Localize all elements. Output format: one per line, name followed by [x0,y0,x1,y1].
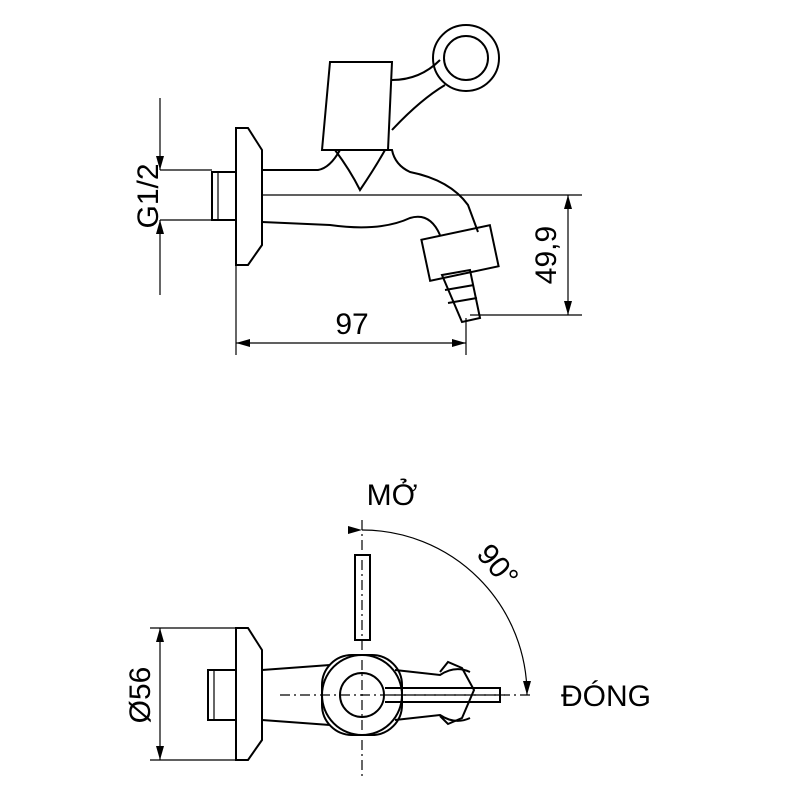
body-pipe [261,149,479,236]
hose-nozzle [440,268,482,324]
body-top [261,664,471,726]
lever-arm [391,59,446,131]
diameter-label: Ø56 [124,667,157,724]
handle-cap-base [334,149,386,192]
rotation-arc [347,525,531,696]
hose-nut [420,223,500,283]
threaded-nipple [211,171,237,221]
ring-handle-inner [443,35,489,81]
side-view: G1/2 49,9 97 [132,24,582,355]
flange [235,127,263,266]
handle-cap [320,61,394,151]
flange-top [235,627,263,761]
thread-size-label: G1/2 [132,163,165,228]
angle-label: 90° [470,538,524,594]
open-label: MỞ [367,478,418,512]
ring-handle [432,24,500,92]
threaded-nipple-top [207,669,237,721]
length-dimension-label: 97 [335,308,368,341]
top-view: MỞ 90° ĐÓNG Ø56 [124,478,651,780]
height-dimension-label: 49,9 [530,226,563,284]
close-label: ĐÓNG [561,680,651,713]
